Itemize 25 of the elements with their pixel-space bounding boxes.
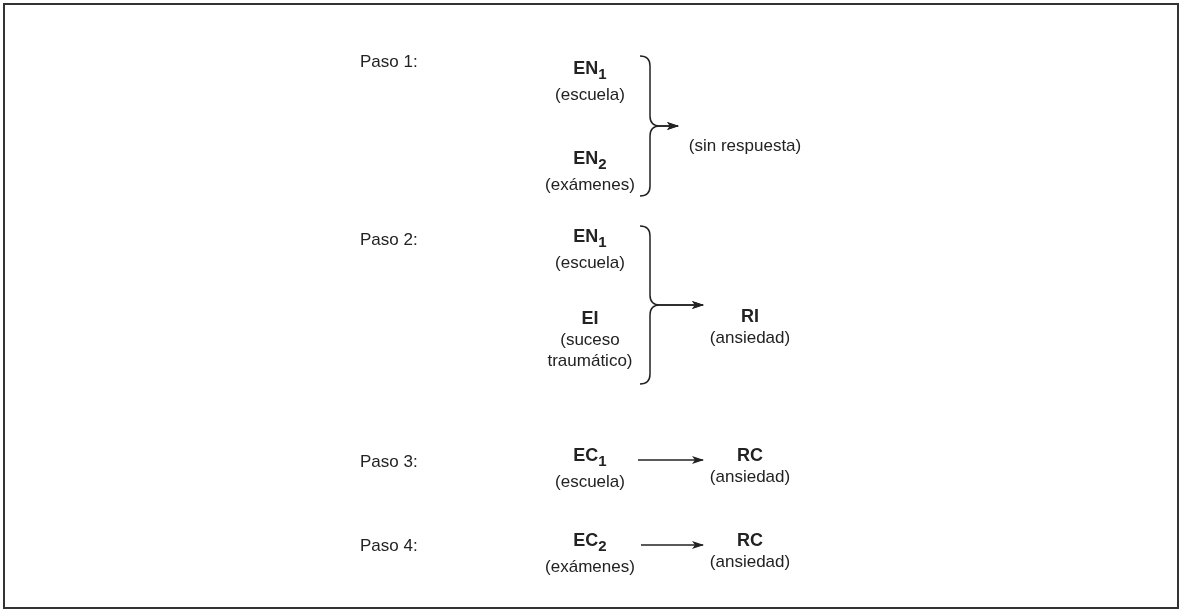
description-text: (escuela) — [554, 251, 626, 273]
step-label: Paso 3: — [360, 452, 418, 472]
symbol-label: RC — [736, 445, 764, 466]
arrow — [637, 456, 704, 464]
description-text: (sin respuesta) — [687, 135, 803, 156]
symbol-label: RC — [736, 530, 764, 551]
description-text: (escuela) — [554, 470, 626, 492]
symbol-label: EI — [580, 308, 600, 329]
symbol-label: EN$_{1}$ — [572, 226, 608, 252]
symbol-label: EC$_{1}$ — [572, 445, 608, 471]
description-text: (exámenes) — [544, 173, 636, 195]
step-label: Paso 4: — [360, 536, 418, 556]
step-label: Paso 2: — [360, 230, 418, 250]
step-label: Paso 1: — [360, 52, 418, 72]
description-text: (escuela) — [554, 83, 626, 105]
symbol-label: EN$_{2}$ — [572, 148, 608, 174]
symbol-label: EC$_{2}$ — [572, 530, 608, 556]
symbol-label: RI — [740, 306, 760, 327]
symbol-label: EN$_{1}$ — [572, 58, 608, 84]
description-text: (ansiedad) — [708, 551, 792, 572]
description-text: (exámenes) — [544, 555, 636, 577]
description-text: (ansiedad) — [708, 327, 792, 348]
description-text: (suceso traumático) — [546, 329, 634, 371]
description-text: (ansiedad) — [708, 466, 792, 487]
arrow — [640, 541, 704, 549]
